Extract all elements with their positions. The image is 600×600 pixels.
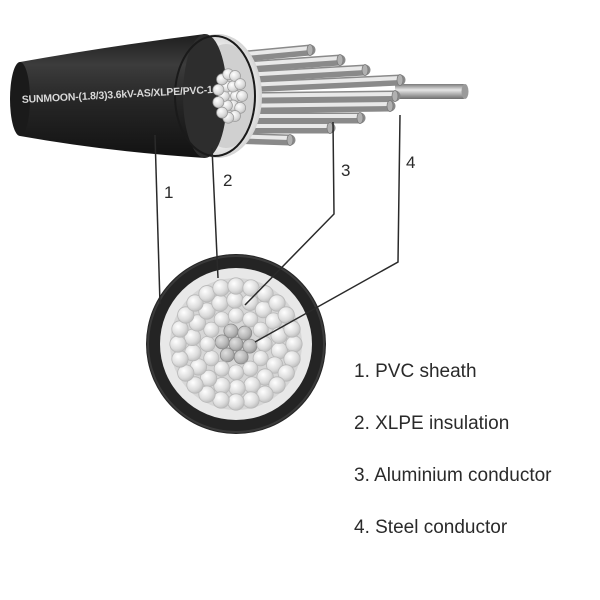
aluminium-strand <box>242 360 259 377</box>
aluminium-strand <box>171 350 189 368</box>
aluminium-strand <box>256 368 274 386</box>
aluminium-strand <box>268 294 286 312</box>
cable-cross-section <box>146 254 326 434</box>
aluminium-strand <box>213 360 230 377</box>
cable-side-view: SUNMOON-(1.8/3)3.6kV-AS/XLPE/PVC-1C <box>10 34 469 158</box>
side-strand-end <box>361 64 369 76</box>
cut-face-strand <box>236 90 248 102</box>
aluminium-strand <box>212 279 230 297</box>
side-strand-end <box>396 74 404 86</box>
cut-face-strand <box>234 78 247 90</box>
aluminium-strand <box>252 350 269 367</box>
legend-item-pvc-sheath: 1. PVC sheath <box>354 361 477 382</box>
side-strand-end <box>336 54 344 66</box>
side-strand-end <box>356 112 364 124</box>
cross-section-strands <box>169 277 303 411</box>
aluminium-strand <box>256 335 273 352</box>
cross-section-sheath-highlight <box>147 255 325 433</box>
aluminium-strand <box>242 391 260 409</box>
aluminium-strand <box>285 335 303 353</box>
aluminium-strand <box>227 393 245 411</box>
legend-item-xlpe-insulation: 2. XLPE insulation <box>354 413 510 434</box>
aluminium-strand <box>283 320 301 338</box>
aluminium-strand <box>177 306 195 324</box>
steel-core-rod <box>395 84 469 99</box>
legend-item-aluminium-conductor: 3. Aluminium conductor <box>354 465 552 486</box>
aluminium-strand <box>227 307 244 324</box>
aluminium-strand <box>252 321 269 338</box>
callout-number-4: 4 <box>406 153 415 172</box>
side-strand-end <box>326 122 334 134</box>
leader-line-3 <box>244 121 335 306</box>
leader-line-1 <box>154 134 161 305</box>
aluminium-strand <box>268 376 286 394</box>
aluminium-strand <box>186 376 204 394</box>
leader-line-4 <box>254 114 401 343</box>
aluminium-strand <box>199 335 216 352</box>
aluminium-strand <box>277 364 295 382</box>
callout-number-1: 1 <box>164 183 173 202</box>
aluminium-strand <box>169 335 187 353</box>
callout-number-3: 3 <box>341 161 350 180</box>
aluminium-strand <box>198 385 216 403</box>
side-strand-end <box>386 100 394 112</box>
aluminium-strand <box>198 302 216 320</box>
steel-strand <box>219 347 235 363</box>
cut-face-strand <box>212 96 225 109</box>
aluminium-strand <box>203 321 220 338</box>
legend-item-steel-conductor: 4. Steel conductor <box>354 517 508 538</box>
callout-number-2: 2 <box>223 171 232 190</box>
pvc-sheath-side <box>10 34 256 158</box>
cut-face-strand <box>212 83 225 96</box>
aluminium-strand <box>227 277 245 295</box>
side-strand-end <box>306 44 314 56</box>
side-strand-end <box>391 90 399 102</box>
steel-strand <box>237 325 253 341</box>
aluminium-strand <box>242 311 259 328</box>
conductor-cut-face <box>212 68 248 124</box>
aluminium-strand <box>227 364 244 381</box>
leader-lines <box>154 114 401 343</box>
aluminium-strand <box>213 311 230 328</box>
cut-face-strand <box>216 106 228 119</box>
side-strand-end <box>286 134 294 146</box>
leader-line-2 <box>211 147 219 279</box>
aluminium-strand <box>186 294 204 312</box>
